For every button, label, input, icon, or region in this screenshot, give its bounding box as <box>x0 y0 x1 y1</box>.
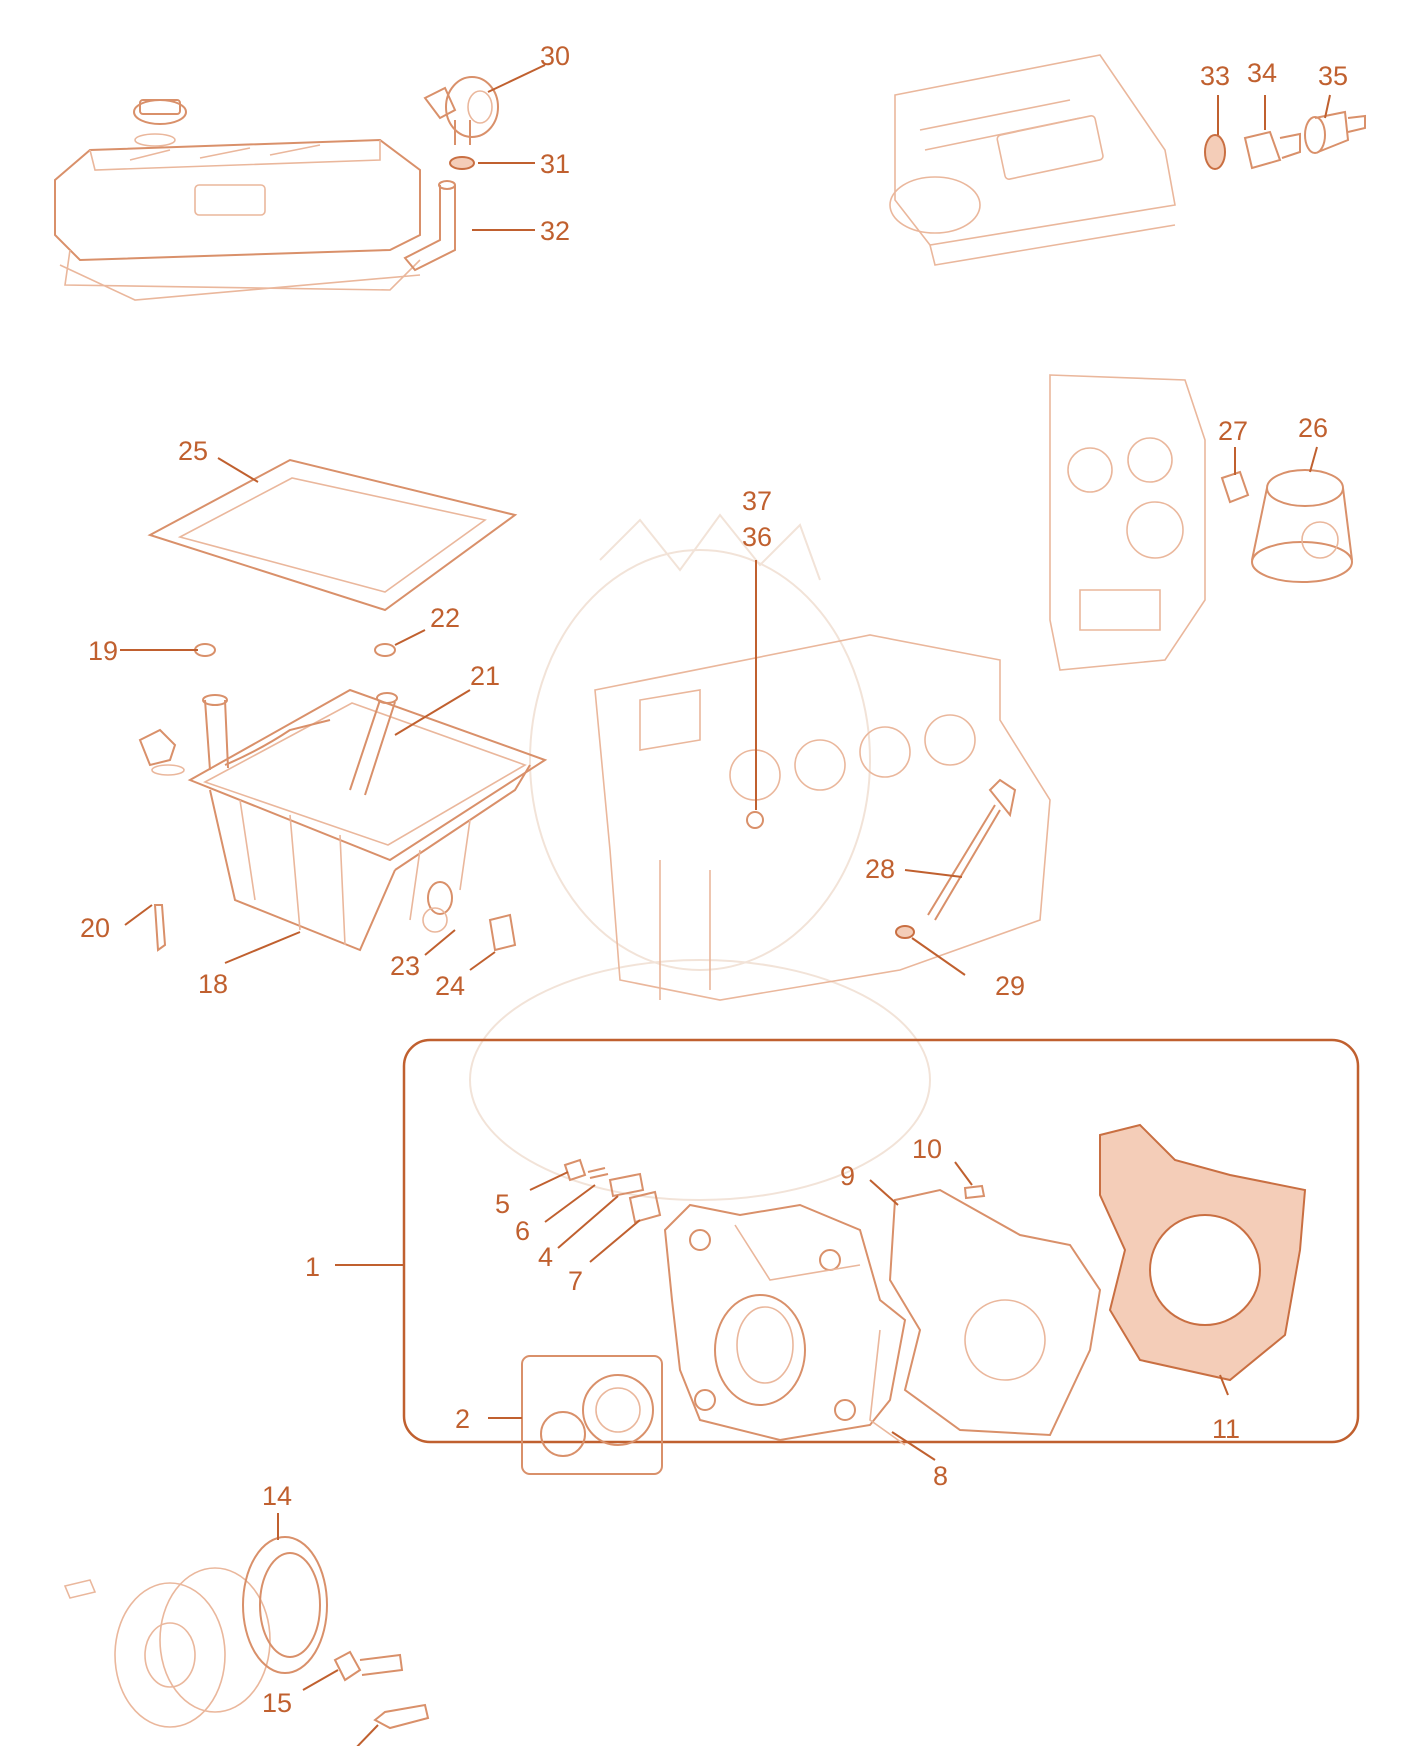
oil-filter-drawing <box>1220 469 1353 583</box>
breather-hose-drawing <box>403 76 499 272</box>
watermark-mascot <box>469 513 931 1201</box>
callout-labels: 30 31 32 33 34 35 27 26 25 37 36 19 22 2… <box>80 41 1348 1718</box>
leader-lines <box>120 64 1331 1746</box>
callout-36: 36 <box>742 522 772 552</box>
callout-9: 9 <box>840 1161 855 1191</box>
callout-26: 26 <box>1298 413 1328 443</box>
callout-34: 34 <box>1247 58 1277 88</box>
callout-30: 30 <box>540 41 570 71</box>
callout-35: 35 <box>1318 61 1348 91</box>
callout-33: 33 <box>1200 61 1230 91</box>
oil-pump-assembly-frame <box>402 1038 1360 1444</box>
callout-14: 14 <box>262 1481 292 1511</box>
oil-pump-drawing <box>521 1123 1307 1475</box>
callout-31: 31 <box>540 149 570 179</box>
callout-29: 29 <box>995 971 1025 1001</box>
crank-gear-drawing <box>63 1536 430 1730</box>
cover-corner-drawing <box>889 54 1176 266</box>
block-corner-drawing <box>1049 374 1206 671</box>
oil-pan-drawing <box>138 643 548 952</box>
callout-8: 8 <box>933 1461 948 1491</box>
oil-pan-gasket-drawing <box>147 458 518 612</box>
callout-15: 15 <box>262 1688 292 1718</box>
callout-4: 4 <box>538 1242 553 1272</box>
callout-23: 23 <box>390 951 420 981</box>
callout-19: 19 <box>88 636 118 666</box>
engine-block-drawing <box>594 634 1051 1001</box>
callout-1: 1 <box>305 1252 320 1282</box>
callout-21: 21 <box>470 661 500 691</box>
callout-10: 10 <box>912 1134 942 1164</box>
callout-24: 24 <box>435 971 465 1001</box>
callout-11: 11 <box>1212 1414 1240 1444</box>
callout-22: 22 <box>430 603 460 633</box>
callout-20: 20 <box>80 913 110 943</box>
callout-6: 6 <box>515 1216 530 1246</box>
valve-cover-drawing <box>54 99 421 301</box>
callout-5: 5 <box>495 1189 510 1219</box>
callout-2: 2 <box>455 1404 470 1434</box>
callout-28: 28 <box>865 854 895 884</box>
callout-27: 27 <box>1218 416 1248 446</box>
callout-25: 25 <box>178 436 208 466</box>
callout-18: 18 <box>198 969 228 999</box>
callout-7: 7 <box>568 1266 583 1296</box>
callout-37: 37 <box>742 486 772 516</box>
callout-32: 32 <box>540 216 570 246</box>
sensor-parts-drawing <box>1204 110 1366 170</box>
